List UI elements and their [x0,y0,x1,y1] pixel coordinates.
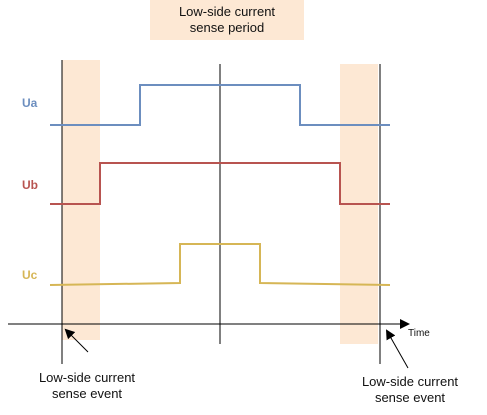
ub-waveform [50,162,390,205]
left-event-line-2: sense event [51,386,123,401]
right-event-line-2: sense event [374,390,446,405]
right-event-arrow [386,329,409,369]
signal-label-uc: Uc [22,268,38,282]
right-event-label: Low-side current sense event [343,374,477,406]
uc-waveform [49,243,391,286]
title-line-2: sense period [189,20,265,35]
left-event-label: Low-side current sense event [20,370,154,402]
left-sense-window [62,60,100,340]
left-event-arrow [64,328,89,353]
left-event-line-1: Low-side current [38,370,136,385]
sense-period-title: Low-side current sense period [150,0,304,40]
title-line-1: Low-side current [178,4,276,19]
time-axis-label: Time [408,328,430,339]
signal-label-ub: Ub [22,178,38,192]
ua-waveform [50,84,390,126]
right-event-line-1: Low-side current [361,374,459,389]
signal-label-ua: Ua [22,96,38,110]
